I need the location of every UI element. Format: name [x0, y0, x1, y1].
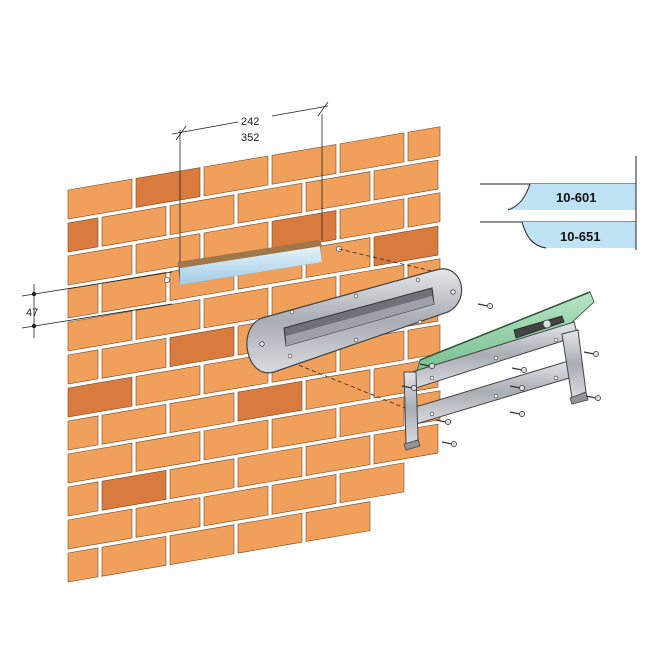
brick: [101, 337, 167, 379]
screw: [419, 363, 435, 369]
brick: [339, 198, 405, 240]
screws: [401, 303, 601, 447]
height-dimension: [21, 271, 173, 338]
brick: [135, 365, 201, 406]
brick: [305, 501, 371, 542]
brick: [101, 205, 167, 247]
screw: [509, 385, 525, 391]
brick: [135, 167, 201, 208]
brick: [305, 435, 371, 476]
brick: [169, 524, 235, 566]
brick: [169, 194, 235, 236]
screw: [435, 419, 451, 425]
brick: [67, 349, 99, 385]
brick: [271, 144, 337, 185]
width-inner-label: 242: [241, 116, 259, 128]
brick: [203, 485, 269, 527]
brick: [305, 171, 371, 212]
screw: [511, 367, 527, 373]
product-code-1: 10-601: [556, 190, 596, 205]
screw: [509, 411, 525, 417]
brick: [67, 442, 133, 484]
wall-hole-left: [164, 277, 170, 283]
brick: [67, 376, 133, 418]
brick: [101, 535, 167, 577]
brick: [203, 353, 269, 395]
brick: [203, 419, 269, 461]
brick: [407, 126, 441, 162]
width-outer-label: 352: [241, 132, 259, 144]
brick: [67, 283, 99, 319]
brick: [135, 431, 201, 472]
brick: [339, 132, 405, 174]
brick: [237, 446, 303, 488]
brick: [67, 508, 133, 550]
brick: [237, 512, 303, 554]
screw: [477, 303, 493, 309]
brick: [305, 369, 371, 410]
brick: [237, 380, 303, 422]
brick: [67, 310, 133, 352]
screw: [585, 395, 601, 401]
brick: [135, 299, 201, 340]
brick: [67, 217, 99, 253]
width-dimension: [171, 101, 329, 262]
front-plate: [246, 268, 463, 374]
brick: [67, 481, 99, 517]
brick: [169, 326, 235, 368]
brick: [67, 547, 99, 583]
product-code-label-1: 10-601: [480, 183, 636, 211]
alignment-guides: [285, 248, 437, 411]
height-label: 47: [26, 307, 38, 319]
brick: [373, 225, 439, 267]
brick: [339, 462, 405, 504]
brick: [271, 474, 337, 515]
brick: [135, 497, 201, 538]
brick: [373, 159, 439, 201]
brick: [67, 244, 133, 286]
product-code-label-2: 10-651: [480, 221, 636, 249]
screw: [441, 441, 457, 447]
brick: [101, 403, 167, 445]
screw: [401, 385, 417, 391]
wall-slot-opening: [178, 240, 322, 285]
brick: [407, 192, 441, 228]
brick: [101, 271, 167, 313]
brick: [203, 155, 269, 197]
brick: [339, 396, 405, 438]
brick: [101, 469, 167, 511]
brick: [169, 458, 235, 500]
back-flap-assembly: [403, 291, 595, 451]
product-code-2: 10-651: [560, 229, 600, 244]
screw: [583, 351, 599, 357]
brick: [67, 178, 133, 220]
brick: [169, 392, 235, 434]
brick: [305, 237, 371, 278]
brick: [271, 408, 337, 449]
brick: [67, 415, 99, 451]
brick: [237, 182, 303, 224]
